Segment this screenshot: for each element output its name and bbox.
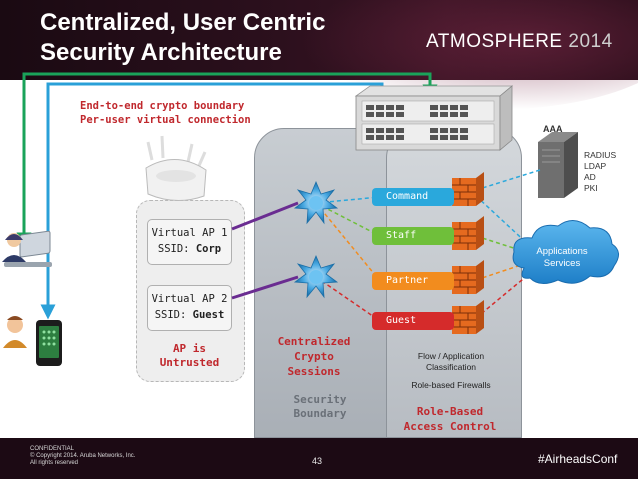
- firewall-icon: [452, 216, 484, 250]
- title-line-2: Security Architecture: [40, 39, 282, 66]
- rights-line: All rights reserved: [30, 460, 79, 466]
- link-command-cloud: [475, 195, 531, 247]
- confidential-notice: CONFIDENTIAL © Copyright 2014. Aruba Net…: [30, 446, 135, 467]
- aaa-item: LDAP: [584, 161, 607, 171]
- tunnel-line-ap1: [231, 201, 299, 231]
- tunnel-line-ap2: [231, 275, 299, 300]
- copyright-line: © Copyright 2014. Aruba Networks, Inc.: [30, 453, 136, 459]
- access-point-icon: [145, 135, 207, 201]
- crypto-line-2: Crypto: [294, 350, 334, 363]
- rbac-label: Role-Based Access Control: [390, 404, 510, 434]
- firewall-icon: [452, 300, 484, 334]
- green-connection-arrow: [16, 72, 438, 248]
- cloud-line-1: Applications: [536, 246, 588, 257]
- page-number: 43: [312, 456, 323, 466]
- footer-bar: [0, 438, 638, 479]
- hashtag: #AirheadsConf: [538, 452, 618, 466]
- brand-name: ATMOSPHERE: [426, 31, 563, 52]
- aaa-item: RADIUS: [584, 150, 617, 160]
- confidential-line: CONFIDENTIAL: [30, 446, 75, 452]
- firewall-icon: [452, 172, 484, 206]
- cloud-label: Applications Services: [522, 246, 602, 270]
- crypto-star-icon: [293, 180, 339, 225]
- crypto-sessions-label: Centralized Crypto Sessions: [268, 334, 360, 379]
- flow-classification-label: Flow / Application Classification: [396, 351, 506, 373]
- link-star2-guest: [315, 276, 381, 322]
- user-laptop-icon: [2, 230, 52, 267]
- link-partner-cloud: [475, 261, 531, 281]
- security-boundary-line-1: Security: [293, 393, 347, 406]
- page-title: Centralized, User Centric Security Archi…: [40, 8, 400, 68]
- cloud-icon: [512, 220, 619, 284]
- title-line-1: Centralized, User Centric: [40, 9, 326, 36]
- aaa-item: AD: [584, 172, 596, 182]
- brand-year: 2014: [568, 31, 613, 52]
- boundary-line-2: Per-user virtual connection: [80, 114, 251, 126]
- role-staff: Staff: [372, 227, 454, 245]
- aaa-item: PKI: [584, 183, 598, 193]
- role-firewalls-label: Role-based Firewalls: [411, 380, 491, 390]
- firewall-icon: [452, 260, 484, 294]
- security-boundary-line-2: Boundary: [293, 407, 347, 420]
- crypto-star-icon: [293, 254, 339, 299]
- ap-untrusted-label: AP is Untrusted: [136, 342, 243, 370]
- rbac-line-2: Access Control: [403, 420, 497, 433]
- header-bar: [0, 0, 638, 110]
- boundary-line-1: End-to-end crypto boundary: [80, 100, 245, 112]
- aaa-list: RADIUS LDAP AD PKI: [584, 150, 616, 194]
- ap-untrusted-line-2: Untrusted: [159, 356, 220, 369]
- user-phone-icon: [3, 316, 62, 366]
- role-guest: Guest: [372, 312, 454, 330]
- ap-untrusted-line-1: AP is: [172, 342, 207, 355]
- crypto-line-1: Centralized: [277, 335, 351, 348]
- rbac-line-1: Role-Based: [416, 405, 484, 418]
- crypto-boundary-label: End-to-end crypto boundary Per-user virt…: [80, 99, 251, 127]
- flow-line-2: Classification: [425, 362, 477, 372]
- brand-logo: ATMOSPHERE 2014: [426, 31, 613, 53]
- aaa-title: AAA: [543, 124, 563, 134]
- role-partner: Partner: [372, 272, 454, 290]
- server-icon: [538, 132, 578, 198]
- controller-icon: [354, 85, 514, 151]
- cloud-line-2: Services: [543, 258, 581, 269]
- flow-line-1: Flow / Application: [417, 351, 485, 361]
- link-star1-partner: [315, 202, 381, 282]
- crypto-line-3: Sessions: [287, 365, 341, 378]
- link-guest-cloud: [475, 269, 535, 319]
- link-star1-staff: [315, 202, 381, 237]
- link-command-aaa: [475, 169, 541, 191]
- security-boundary-label: Security Boundary: [280, 393, 360, 421]
- role-command: Command: [372, 188, 454, 206]
